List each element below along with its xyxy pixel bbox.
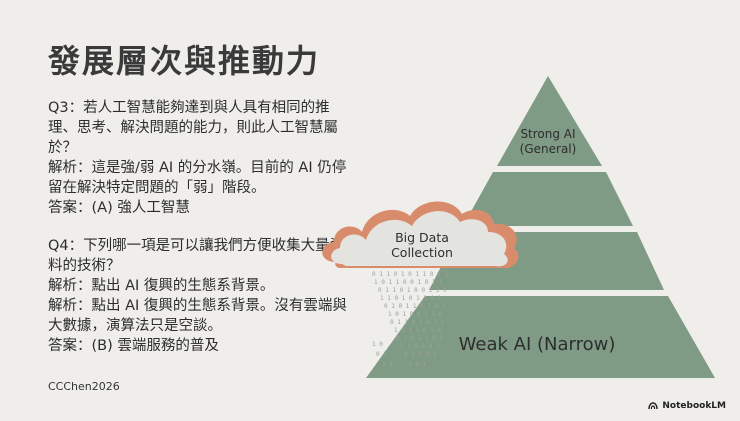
binary-row: 0 1 0 1 1 0 1 bbox=[396, 335, 443, 342]
footer-author: CCChen2026 bbox=[48, 380, 120, 393]
pyramid-top-label-line2: (General) bbox=[520, 142, 577, 156]
pyramid-bottom-label: Weak AI (Narrow) bbox=[459, 334, 616, 355]
brand-watermark: NotebookLM bbox=[648, 401, 726, 411]
slide-title: 發展層次與推動力 bbox=[48, 42, 321, 80]
binary-row: 0 1 1 0 1 bbox=[404, 351, 437, 358]
question-4-explanation-long: 解析：點出 AI 復興的生態系背景。沒有雲端與大數據，演算法只是空談。 bbox=[48, 298, 347, 334]
big-data-cloud bbox=[322, 201, 519, 269]
binary-row: 1 0 1 1 0 0 1 0 1 1 bbox=[374, 279, 443, 286]
pyramid-top-label-line1: Strong AI bbox=[520, 127, 575, 141]
binary-row: 1 1 bbox=[382, 361, 393, 368]
binary-row: 0 1 0 1 1 0 1 0 1 bbox=[384, 303, 446, 310]
question-3-block: Q3：若人工智慧能夠達到與人具有相同的推理、思考、解決問題的能力，則此人工智慧屬… bbox=[48, 98, 348, 218]
binary-row: 1 0 1 bbox=[408, 361, 426, 368]
question-4-block: Q4：下列哪一項是可以讓我們方便收集大量資料的技術？ 解析：點出 AI 復興的生… bbox=[48, 236, 348, 356]
binary-row: 1 0 1 0 0 1 1 0 bbox=[388, 311, 443, 318]
binary-row: 0 1 1 0 1 0 0 1 1 0 bbox=[378, 287, 447, 294]
binary-row: 1 1 0 1 0 1 1 0 1 bbox=[380, 295, 442, 302]
notebooklm-logo-icon bbox=[648, 402, 659, 410]
binary-row: 1 1 0 1 0 1 bbox=[400, 343, 440, 350]
binary-row: 0 1 1 0 1 0 1 1 0 0 1 bbox=[372, 271, 448, 278]
cloud-body bbox=[331, 211, 508, 267]
pyramid-tier-2 bbox=[463, 172, 633, 226]
cloud-label-line2: Collection bbox=[391, 245, 453, 260]
pyramid-tier-top bbox=[497, 76, 602, 166]
binary-row: 1 0 1 1 0 1 0 bbox=[394, 327, 441, 334]
binary-data-stream: 0 1 1 0 1 0 1 1 0 0 1 1 0 1 1 0 0 1 0 1 … bbox=[372, 271, 448, 368]
question-3-text: Q3：若人工智慧能夠達到與人具有相同的推理、思考、解決問題的能力，則此人工智慧屬… bbox=[48, 100, 338, 156]
binary-row: 0 1 bbox=[376, 351, 387, 358]
pyramid-tier-bottom bbox=[366, 296, 715, 378]
binary-row: 0 1 1 0 1 0 1 1 bbox=[390, 319, 445, 326]
question-3-explanation: 解析：這是強/弱 AI 的分水嶺。目前的 AI 仍停留在解決特定問題的「弱」階段… bbox=[48, 160, 347, 196]
binary-row: 1 0 bbox=[372, 341, 383, 348]
cloud-label-line1: Big Data bbox=[395, 230, 449, 245]
brand-label: NotebookLM bbox=[662, 401, 726, 411]
question-4-explanation-short: 解析：點出 AI 復興的生態系背景。 bbox=[48, 278, 275, 294]
question-3-answer: 答案：(A) 強人工智慧 bbox=[48, 200, 190, 216]
question-4-answer: 答案：(B) 雲端服務的普及 bbox=[48, 338, 219, 354]
question-4-text: Q4：下列哪一項是可以讓我們方便收集大量資料的技術？ bbox=[48, 238, 345, 274]
